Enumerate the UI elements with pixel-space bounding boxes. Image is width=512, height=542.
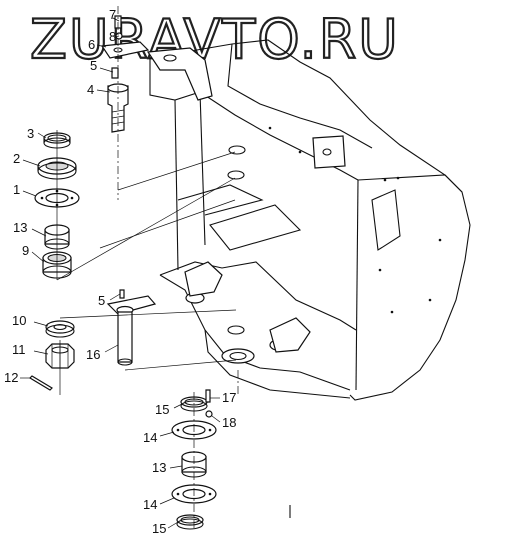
- part-6-plate: [100, 41, 150, 59]
- callout-6: 6: [88, 37, 95, 52]
- callout-15: 15: [155, 402, 169, 417]
- callout-17: 17: [222, 390, 236, 405]
- axis-lines: [56, 6, 237, 530]
- parts: [29, 15, 217, 530]
- callout-11: 11: [12, 342, 26, 357]
- callout-2: 2: [13, 151, 20, 166]
- callout-13-lower: 13: [152, 460, 166, 475]
- callout-18: 18: [222, 415, 236, 430]
- part-18-washer: [205, 410, 213, 418]
- part-17-bolt: [205, 389, 211, 403]
- leader-lines: [20, 17, 221, 529]
- callout-10: 10: [12, 313, 26, 328]
- callout-8: 8: [109, 29, 116, 44]
- callout-4: 4: [87, 82, 94, 97]
- callout-16: 16: [86, 347, 100, 362]
- callout-7: 7: [109, 7, 116, 22]
- callout-13: 13: [13, 220, 27, 235]
- callout-labels: 7 6 8 5 4 3 2 1 13 9 10 11 12 5 16 15 14…: [4, 7, 236, 536]
- callout-5-lower: 5: [98, 293, 105, 308]
- frame-body: [146, 39, 471, 518]
- callout-5: 5: [90, 58, 97, 73]
- callout-12: 12: [4, 370, 18, 385]
- watermark-text: ZURAVTO.RU: [30, 8, 400, 71]
- part-5-bolt: [111, 67, 119, 79]
- callout-9: 9: [22, 243, 29, 258]
- part-12-cotter-pin: [29, 375, 53, 391]
- part-5-bolt-lower: [119, 289, 125, 299]
- callout-14-lower: 14: [143, 497, 157, 512]
- callout-14: 14: [143, 430, 157, 445]
- part-10-washer: [45, 320, 75, 334]
- callout-3: 3: [27, 126, 34, 141]
- callout-1: 1: [13, 182, 20, 197]
- callout-15-lower: 15: [152, 521, 166, 536]
